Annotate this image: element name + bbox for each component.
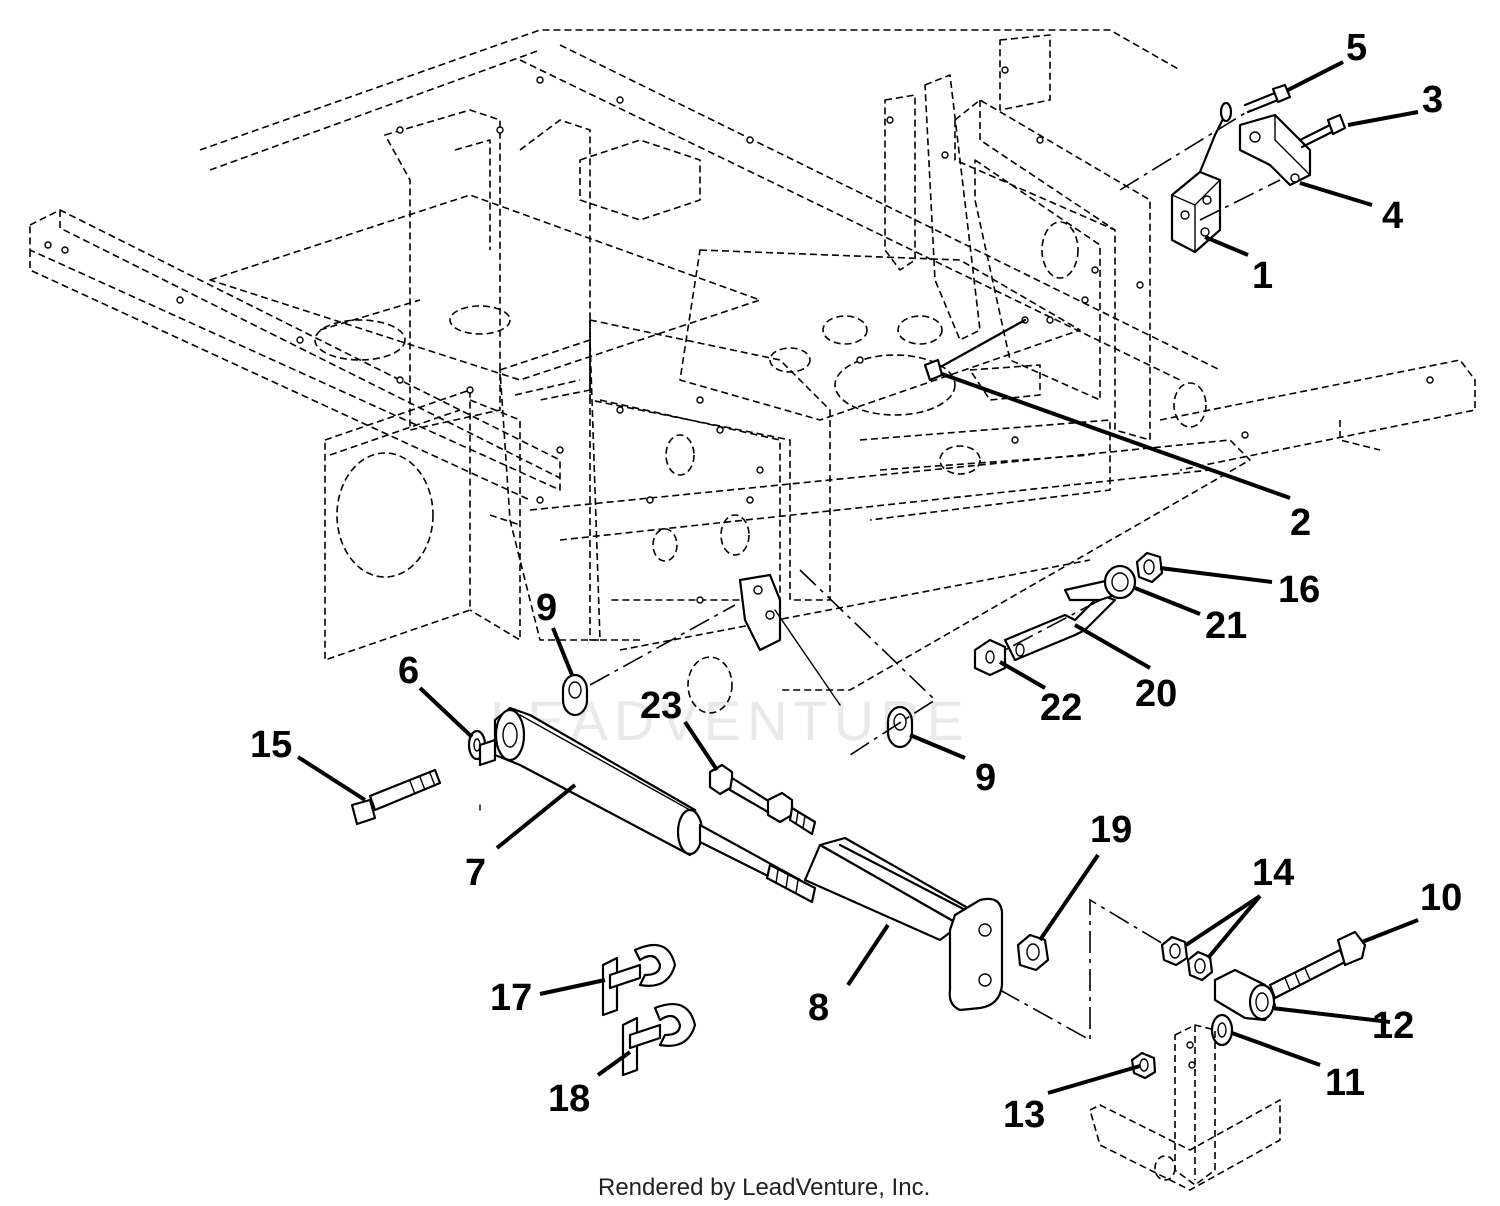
callout-3: 3 — [1422, 79, 1443, 121]
screw-5 — [1243, 83, 1292, 114]
callout-1: 1 — [1252, 255, 1273, 297]
nut-16 — [1135, 551, 1164, 584]
clip-22 — [973, 638, 1007, 677]
clip-17 — [601, 943, 677, 1017]
link-rod — [803, 836, 1004, 1012]
callout-20: 20 — [1135, 673, 1177, 715]
control-valve — [1170, 101, 1233, 254]
callout-7: 7 — [465, 852, 486, 894]
lever-arm — [1089, 1024, 1281, 1191]
nut-19 — [1016, 933, 1050, 972]
callout-9-right: 9 — [975, 757, 996, 799]
footer-credit: Rendered by LeadVenture, Inc. — [598, 1174, 930, 1201]
callout-22: 22 — [1040, 687, 1082, 729]
mower-frame — [29, 29, 1476, 714]
callout-13: 13 — [1003, 1094, 1045, 1136]
washer-21 — [1103, 564, 1137, 600]
nut-14-a — [1160, 935, 1189, 967]
callout-11: 11 — [1325, 1062, 1365, 1104]
callout-labels: 1 2 3 4 5 6 7 8 9 9 10 11 12 13 14 15 16… — [250, 27, 1462, 1136]
callout-6: 6 — [398, 650, 419, 692]
pivot-plate — [738, 573, 841, 706]
hydraulic-cylinder — [478, 706, 817, 904]
frame-holes — [44, 66, 1434, 604]
callout-9-left: 9 — [536, 587, 557, 629]
spacer-9-right — [886, 705, 914, 749]
callout-10: 10 — [1420, 877, 1462, 919]
spacer-9-left — [561, 673, 589, 717]
callout-17: 17 — [490, 977, 532, 1019]
clip-18 — [621, 1003, 697, 1077]
callout-18: 18 — [548, 1078, 590, 1120]
screw-3 — [1298, 113, 1347, 149]
callout-14: 14 — [1252, 852, 1294, 894]
hose-fitting — [708, 763, 817, 836]
valve-bracket — [1238, 113, 1312, 187]
callout-5: 5 — [1346, 27, 1367, 69]
callout-21: 21 — [1205, 605, 1247, 647]
washer-11 — [1210, 1013, 1234, 1047]
callout-12: 12 — [1372, 1005, 1414, 1047]
rod-end — [1213, 968, 1277, 1022]
bolt-10 — [1268, 930, 1367, 1000]
bolt-2 — [923, 318, 1027, 382]
callout-15: 15 — [250, 724, 292, 766]
leader-lines — [296, 60, 1419, 1095]
callout-16: 16 — [1278, 569, 1320, 611]
bolt-15 — [350, 768, 442, 826]
callout-23: 23 — [640, 685, 682, 727]
callout-8: 8 — [808, 987, 829, 1029]
nut-13 — [1130, 1051, 1157, 1080]
callout-4: 4 — [1382, 195, 1403, 237]
nut-14-b — [1186, 950, 1214, 982]
callout-2: 2 — [1290, 502, 1311, 544]
callout-19: 19 — [1090, 809, 1132, 851]
